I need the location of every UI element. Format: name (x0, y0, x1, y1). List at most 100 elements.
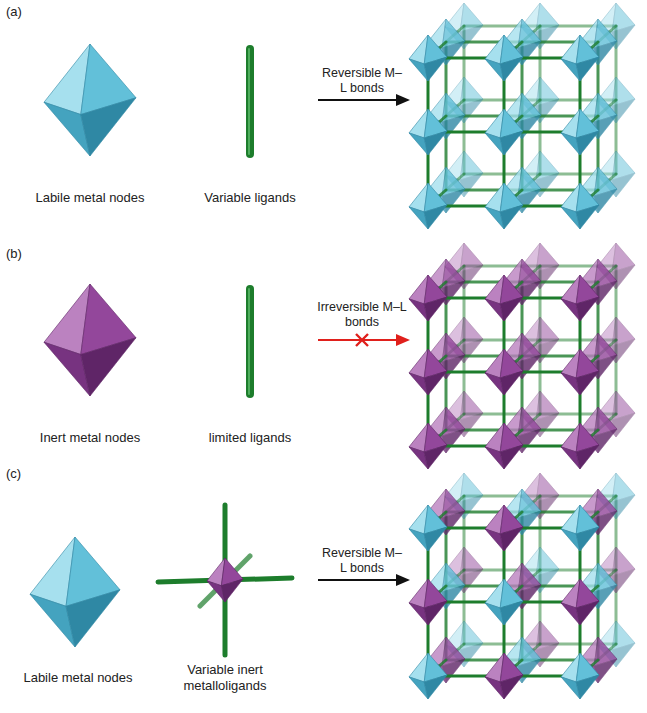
component-caption: Labile metal nodes (10, 190, 170, 206)
octahedron-face (485, 299, 504, 321)
lattice-node (561, 653, 599, 699)
octahedron-face (536, 643, 559, 667)
component-caption: limited ligands (180, 430, 320, 446)
lattice-node (485, 183, 523, 229)
lattice-node (409, 275, 447, 321)
octahedron-face (424, 371, 447, 395)
panel-letter: (c) (6, 466, 46, 482)
ligand-bar (246, 45, 254, 158)
octahedron-face (500, 57, 523, 81)
cross-mark (356, 334, 368, 346)
arrow-line (318, 579, 398, 581)
octahedron-face (500, 297, 523, 321)
octahedron-face (518, 585, 541, 609)
octahedron-face (518, 189, 541, 213)
octahedron-face (442, 355, 465, 379)
arrow-label: Irreversible M–L bonds (316, 300, 408, 330)
octahedron-face (612, 173, 635, 197)
octahedron-face (612, 569, 635, 593)
octahedron-face (81, 338, 136, 396)
octahedron-face (460, 265, 483, 289)
octahedron-face (518, 41, 541, 65)
octahedron-face (536, 413, 559, 437)
octahedron-face (594, 585, 617, 609)
lattice-node (485, 423, 523, 469)
octahedron-face (500, 371, 523, 395)
octahedron-face (424, 57, 447, 81)
octahedron-face (442, 429, 465, 453)
arrow-line (318, 339, 398, 341)
octahedron-face (424, 297, 447, 321)
lattice-node (561, 505, 599, 551)
octahedron-face (442, 189, 465, 213)
lattice-node (561, 35, 599, 81)
octahedron-face (518, 355, 541, 379)
octahedron-face (576, 297, 599, 321)
octahedron-face (576, 57, 599, 81)
ligand-rod (200, 556, 250, 606)
octahedron-face (576, 205, 599, 229)
octahedron-face (594, 281, 617, 305)
octahedron-face (442, 659, 465, 683)
octahedron-face (460, 569, 483, 593)
component-caption: Inert metal nodes (10, 430, 170, 446)
octahedron-face (30, 594, 75, 647)
row-c (30, 473, 635, 699)
octahedron-face (518, 429, 541, 453)
octahedron-face (536, 99, 559, 123)
lattice-node (561, 423, 599, 469)
octahedron-face (561, 447, 580, 469)
lattice-node (485, 653, 523, 699)
octahedron-face (485, 677, 504, 699)
octahedron-face (536, 339, 559, 363)
octahedron-face (442, 585, 465, 609)
lattice-node (409, 423, 447, 469)
octahedron-face (409, 133, 428, 155)
octahedron-face (460, 643, 483, 667)
octahedron-face (460, 339, 483, 363)
lattice-node (409, 349, 447, 395)
octahedron-face (44, 342, 90, 396)
lattice-node (409, 653, 447, 699)
octahedron-face (594, 41, 617, 65)
octahedron-face (460, 173, 483, 197)
octahedron-face (612, 643, 635, 667)
lattice-node (409, 579, 447, 625)
lattice-node (409, 109, 447, 155)
arrow-head (396, 334, 410, 346)
octahedron-face (460, 495, 483, 519)
octahedron-face (576, 131, 599, 155)
octahedron-face (424, 205, 447, 229)
lattice-node (561, 275, 599, 321)
component-caption: Labile metal nodes (3, 670, 153, 686)
octahedron-face (612, 413, 635, 437)
octahedron-face (518, 659, 541, 683)
octahedron-face (409, 447, 428, 469)
octahedron-face (561, 59, 580, 81)
octahedron-face (424, 675, 447, 699)
ligand-highlight (248, 48, 250, 155)
octahedron-face (409, 677, 428, 699)
lattice-node (485, 35, 523, 81)
panel-letter: (b) (6, 246, 46, 262)
arrow-label: Reversible M–L bonds (319, 546, 405, 576)
octahedron-face (594, 511, 617, 535)
octahedron-face (612, 339, 635, 363)
octahedron-face (500, 445, 523, 469)
inert-node (44, 284, 136, 396)
octahedron-face (460, 99, 483, 123)
octahedron-face (485, 207, 504, 229)
octahedron-face (485, 603, 504, 625)
lattice-node (485, 109, 523, 155)
octahedron-face (536, 25, 559, 49)
octahedron-face (594, 115, 617, 139)
octahedron-face (442, 115, 465, 139)
octahedron-face (612, 265, 635, 289)
arrow-label: Reversible M–L bonds (319, 66, 405, 96)
lattice-node (561, 579, 599, 625)
octahedron-face (207, 581, 225, 602)
octahedron-face (561, 677, 580, 699)
metalloligand-core (207, 558, 243, 602)
